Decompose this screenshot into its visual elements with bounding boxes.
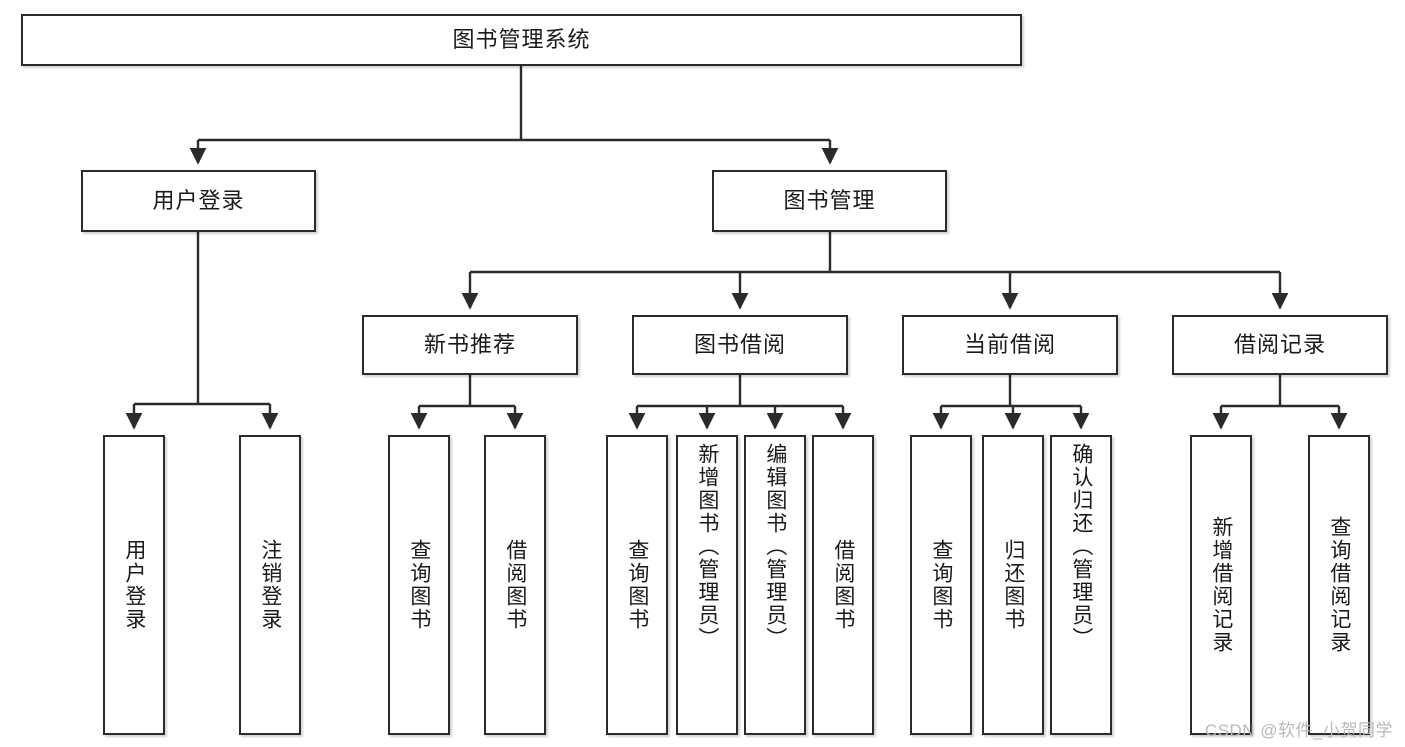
leaf-borrow-query-book[interactable]: 查询图书 — [606, 435, 668, 735]
leaf-user-login[interactable]: 用户登录 — [103, 435, 165, 735]
leaf-borrow-lend-book-label: 借阅图书 — [831, 539, 855, 631]
node-root[interactable]: 图书管理系统 — [21, 14, 1022, 66]
leaf-newbook-borrow-book[interactable]: 借阅图书 — [484, 435, 546, 735]
leaf-record-query-record-label: 查询借阅记录 — [1327, 516, 1351, 654]
leaf-record-add-record-label: 新增借阅记录 — [1209, 516, 1233, 654]
node-user-login[interactable]: 用户登录 — [81, 170, 316, 232]
node-root-label: 图书管理系统 — [452, 27, 591, 52]
leaf-newbook-query-book-label: 查询图书 — [407, 539, 431, 631]
leaf-borrow-edit-book-admin-label: 编辑图书（管理员） — [763, 443, 787, 650]
node-book-management-label: 图书管理 — [783, 188, 876, 213]
leaf-borrow-add-book-admin-label: 新增图书（管理员） — [695, 443, 719, 650]
node-book-borrow[interactable]: 图书借阅 — [632, 315, 848, 375]
leaf-current-return-book[interactable]: 归还图书 — [982, 435, 1044, 735]
leaf-borrow-edit-book-admin[interactable]: 编辑图书（管理员） — [744, 435, 806, 735]
leaf-user-logout[interactable]: 注销登录 — [239, 435, 301, 735]
leaf-borrow-add-book-admin[interactable]: 新增图书（管理员） — [676, 435, 738, 735]
leaf-current-return-book-label: 归还图书 — [1001, 539, 1025, 631]
node-new-book-recommend[interactable]: 新书推荐 — [362, 315, 578, 375]
node-current-borrow-label: 当前借阅 — [963, 332, 1056, 357]
leaf-current-query-book-label: 查询图书 — [929, 539, 953, 631]
node-borrow-record-label: 借阅记录 — [1233, 332, 1326, 357]
leaf-borrow-query-book-label: 查询图书 — [625, 539, 649, 631]
leaf-user-login-label: 用户登录 — [122, 539, 146, 631]
node-new-book-recommend-label: 新书推荐 — [423, 332, 516, 357]
leaf-newbook-borrow-book-label: 借阅图书 — [503, 539, 527, 631]
leaf-record-query-record[interactable]: 查询借阅记录 — [1308, 435, 1370, 735]
leaf-record-add-record[interactable]: 新增借阅记录 — [1190, 435, 1252, 735]
node-book-management[interactable]: 图书管理 — [712, 170, 947, 232]
leaf-current-confirm-return-admin-label: 确认归还（管理员） — [1069, 443, 1093, 650]
leaf-user-logout-label: 注销登录 — [258, 539, 282, 631]
node-borrow-record[interactable]: 借阅记录 — [1172, 315, 1388, 375]
node-current-borrow[interactable]: 当前借阅 — [902, 315, 1118, 375]
watermark-text: CSDN @软件_小贺同学 — [1204, 721, 1393, 740]
leaf-current-confirm-return-admin[interactable]: 确认归还（管理员） — [1050, 435, 1112, 735]
leaf-borrow-lend-book[interactable]: 借阅图书 — [812, 435, 874, 735]
node-user-login-label: 用户登录 — [152, 188, 245, 213]
leaf-current-query-book[interactable]: 查询图书 — [910, 435, 972, 735]
leaf-newbook-query-book[interactable]: 查询图书 — [388, 435, 450, 735]
node-book-borrow-label: 图书借阅 — [693, 332, 786, 357]
